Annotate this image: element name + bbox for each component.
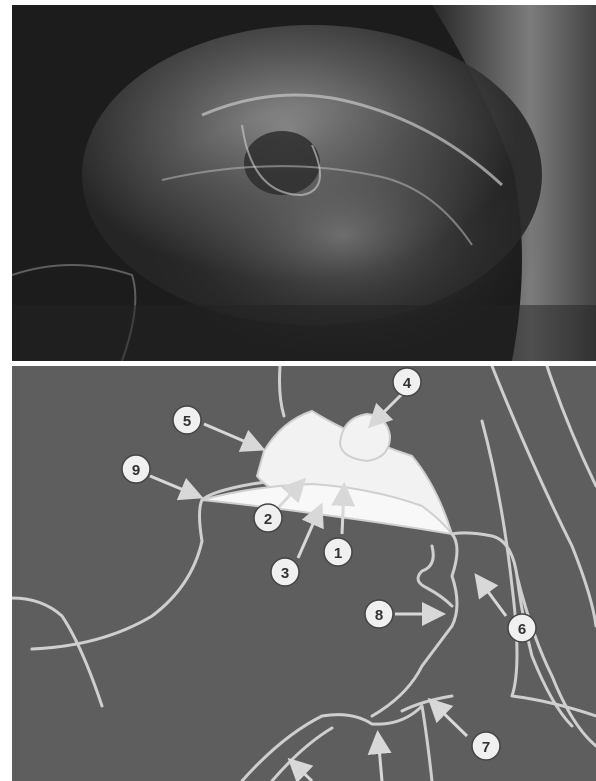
- callout-5: 5: [173, 406, 201, 434]
- callout-6-label: 6: [518, 621, 526, 638]
- callout-6: 6: [508, 614, 536, 642]
- callout-8-label: 8: [375, 607, 383, 624]
- xray-image: [12, 5, 596, 361]
- diagram-svg: 1 2 3 4 5 6 7: [12, 366, 596, 781]
- callout-2-label: 2: [264, 511, 272, 528]
- callout-7-label: 7: [482, 739, 490, 756]
- callout-3-label: 3: [281, 565, 289, 582]
- xray-illustration: [12, 5, 596, 361]
- callout-8: 8: [365, 600, 393, 628]
- callout-1: 1: [324, 538, 352, 566]
- callout-9: 9: [122, 455, 150, 483]
- callout-7: 7: [472, 732, 500, 760]
- callout-2: 2: [254, 504, 282, 532]
- callout-4-label: 4: [403, 375, 412, 392]
- callout-4: 4: [393, 368, 421, 396]
- callout-1-label: 1: [334, 545, 342, 562]
- callout-3: 3: [271, 558, 299, 586]
- anatomy-diagram: 1 2 3 4 5 6 7: [12, 366, 596, 781]
- callout-5-label: 5: [183, 413, 191, 430]
- callout-9-label: 9: [132, 462, 140, 479]
